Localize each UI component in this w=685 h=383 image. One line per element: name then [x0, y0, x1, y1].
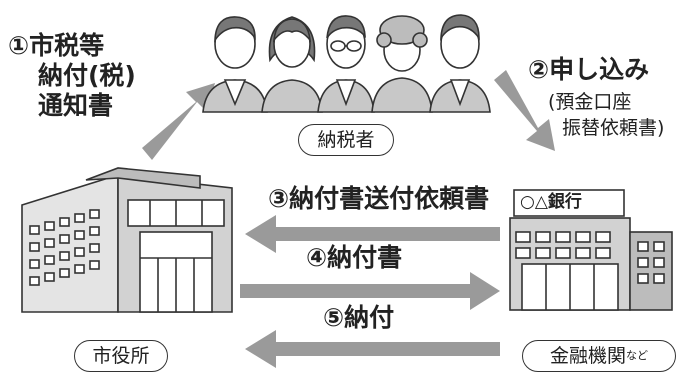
city-hall-label: 市役所 — [74, 340, 168, 372]
bank-sign — [513, 189, 625, 217]
step2-sub-line2: 振替依頼書) — [562, 117, 665, 139]
city-hall-building — [21, 167, 233, 313]
arrow-step2 — [494, 70, 555, 151]
step2-number: ② — [528, 55, 550, 84]
step1-title-line1: 市税等 — [29, 31, 105, 60]
arrow-step5 — [245, 330, 500, 368]
step3-text: 納付書送付依頼書 — [289, 184, 490, 213]
bank-label-text: 金融機関 — [549, 345, 626, 367]
step5-text: 納付 — [344, 303, 395, 332]
taxpayer-figure-4 — [371, 15, 433, 113]
taxpayers-illustration — [202, 14, 491, 113]
step1-number: ① — [8, 31, 30, 60]
step4-number: ④ — [306, 243, 328, 272]
step1-line1: ①市税等 — [8, 32, 104, 60]
arrow-step3 — [245, 215, 500, 253]
step3-number: ③ — [268, 184, 290, 213]
taxpayer-label: 納税者 — [298, 124, 394, 156]
step4-label: ④納付書 — [306, 244, 402, 272]
step2-title: ②申し込み — [528, 56, 649, 84]
step4-text: 納付書 — [327, 243, 403, 272]
step5-label: ⑤納付 — [323, 304, 394, 332]
step2-sub-line1: (預金口座 — [548, 91, 632, 113]
arrow-step1 — [142, 83, 215, 160]
bank-label: 金融機関など — [522, 340, 676, 372]
arrow-step4 — [240, 272, 500, 310]
step2-title-text: 申し込み — [549, 55, 650, 84]
bank-building — [509, 189, 673, 311]
step5-number: ⑤ — [323, 303, 345, 332]
taxpayer-figure-3 — [317, 15, 375, 113]
taxpayer-figure-2 — [261, 16, 323, 113]
bank-label-suffix: など — [626, 349, 648, 362]
step1-title-line3: 通知書 — [38, 91, 114, 120]
bank-sign-text: ○△銀行 — [520, 192, 582, 212]
step3-label: ③納付書送付依頼書 — [268, 185, 489, 213]
step1-title-line2: 納付(税) — [38, 61, 136, 90]
taxpayer-figure-1 — [202, 16, 268, 113]
taxpayer-figure-5 — [429, 14, 491, 113]
